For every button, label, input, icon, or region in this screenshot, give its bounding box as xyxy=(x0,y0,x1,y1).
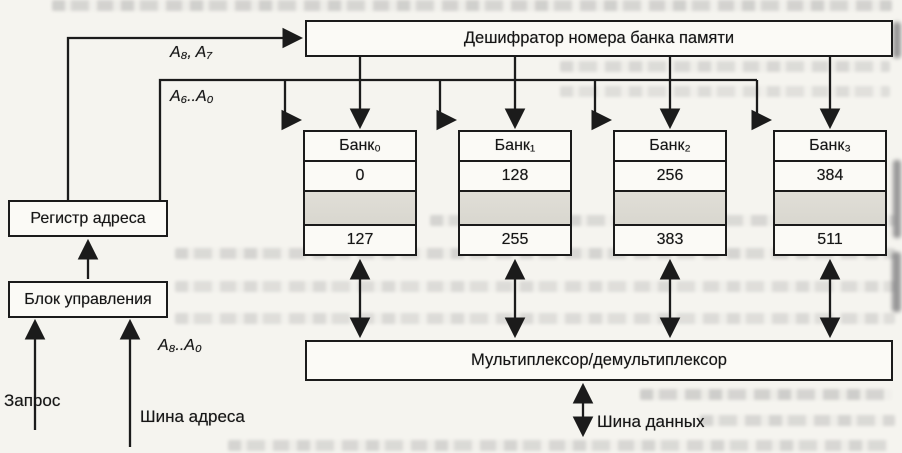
bank-2-first-address: 256 xyxy=(615,160,725,190)
bank-2-omitted-range xyxy=(615,190,725,224)
bank-3-title: Банк₃ xyxy=(809,137,851,154)
address-register-box: Регистр адреса xyxy=(8,200,168,237)
bank-2-title: Банк₂ xyxy=(649,137,691,154)
bank-0-title: Банк₀ xyxy=(339,137,381,154)
scan-text-artifact xyxy=(640,389,892,400)
scan-edge-artifact xyxy=(892,252,901,312)
bank-2: Банк₂ 256 383 xyxy=(613,130,727,256)
scan-edge-artifact xyxy=(893,160,901,238)
request-label: Запрос xyxy=(4,391,61,410)
scan-text-artifact xyxy=(700,415,895,426)
decoder-box: Дешифратор номера банка памяти xyxy=(305,20,893,57)
signal-label-a8-a0: A₈..A₀ xyxy=(158,337,202,354)
bank-1-first-address: 128 xyxy=(460,160,570,190)
bank-1-last-address: 255 xyxy=(460,224,570,254)
scan-text-artifact xyxy=(560,86,890,97)
wire-a6-a0-bank2 xyxy=(591,80,613,131)
bank-3: Банк₃ 384 511 xyxy=(773,130,887,256)
bank-3-last-address: 511 xyxy=(775,224,885,254)
signal-label-a6-a0: A₆..A₀ xyxy=(170,88,214,105)
wire-a8-a7 xyxy=(66,27,304,200)
mux-demux-box: Мультиплексор/демультиплексор xyxy=(305,340,893,381)
scan-text-artifact xyxy=(175,281,895,292)
scan-text-artifact xyxy=(175,313,895,324)
bank-0-omitted-range xyxy=(305,190,415,224)
data-bus-label: Шина данных xyxy=(597,412,705,431)
address-bus-label: Шина адреса xyxy=(140,407,245,426)
scan-text-artifact xyxy=(52,0,892,11)
scan-text-artifact xyxy=(228,440,888,451)
control-unit-box: Блок управления xyxy=(8,281,168,318)
wire-group xyxy=(24,27,841,447)
wire-a6-a0-bank1 xyxy=(436,80,458,131)
signal-label-a8-a7: A₈, A₇ xyxy=(170,44,212,61)
bank-3-first-address: 384 xyxy=(775,160,885,190)
bank-3-omitted-range xyxy=(775,190,885,224)
bank-1-omitted-range xyxy=(460,190,570,224)
bank-2-last-address: 383 xyxy=(615,224,725,254)
scan-text-artifact xyxy=(560,61,890,72)
scan-edge-artifact xyxy=(893,22,901,58)
bank-0-first-address: 0 xyxy=(305,160,415,190)
bank-1-title: Банк₁ xyxy=(494,137,536,154)
bank-0: Банк₀ 0 127 xyxy=(303,130,417,256)
wire-a6-a0-trunk xyxy=(158,78,757,200)
bank-1: Банк₁ 128 255 xyxy=(458,130,572,256)
wire-a6-a0-bank0 xyxy=(281,80,303,131)
wire-a6-a0-bank3 xyxy=(751,80,773,131)
bank-0-last-address: 127 xyxy=(305,224,415,254)
